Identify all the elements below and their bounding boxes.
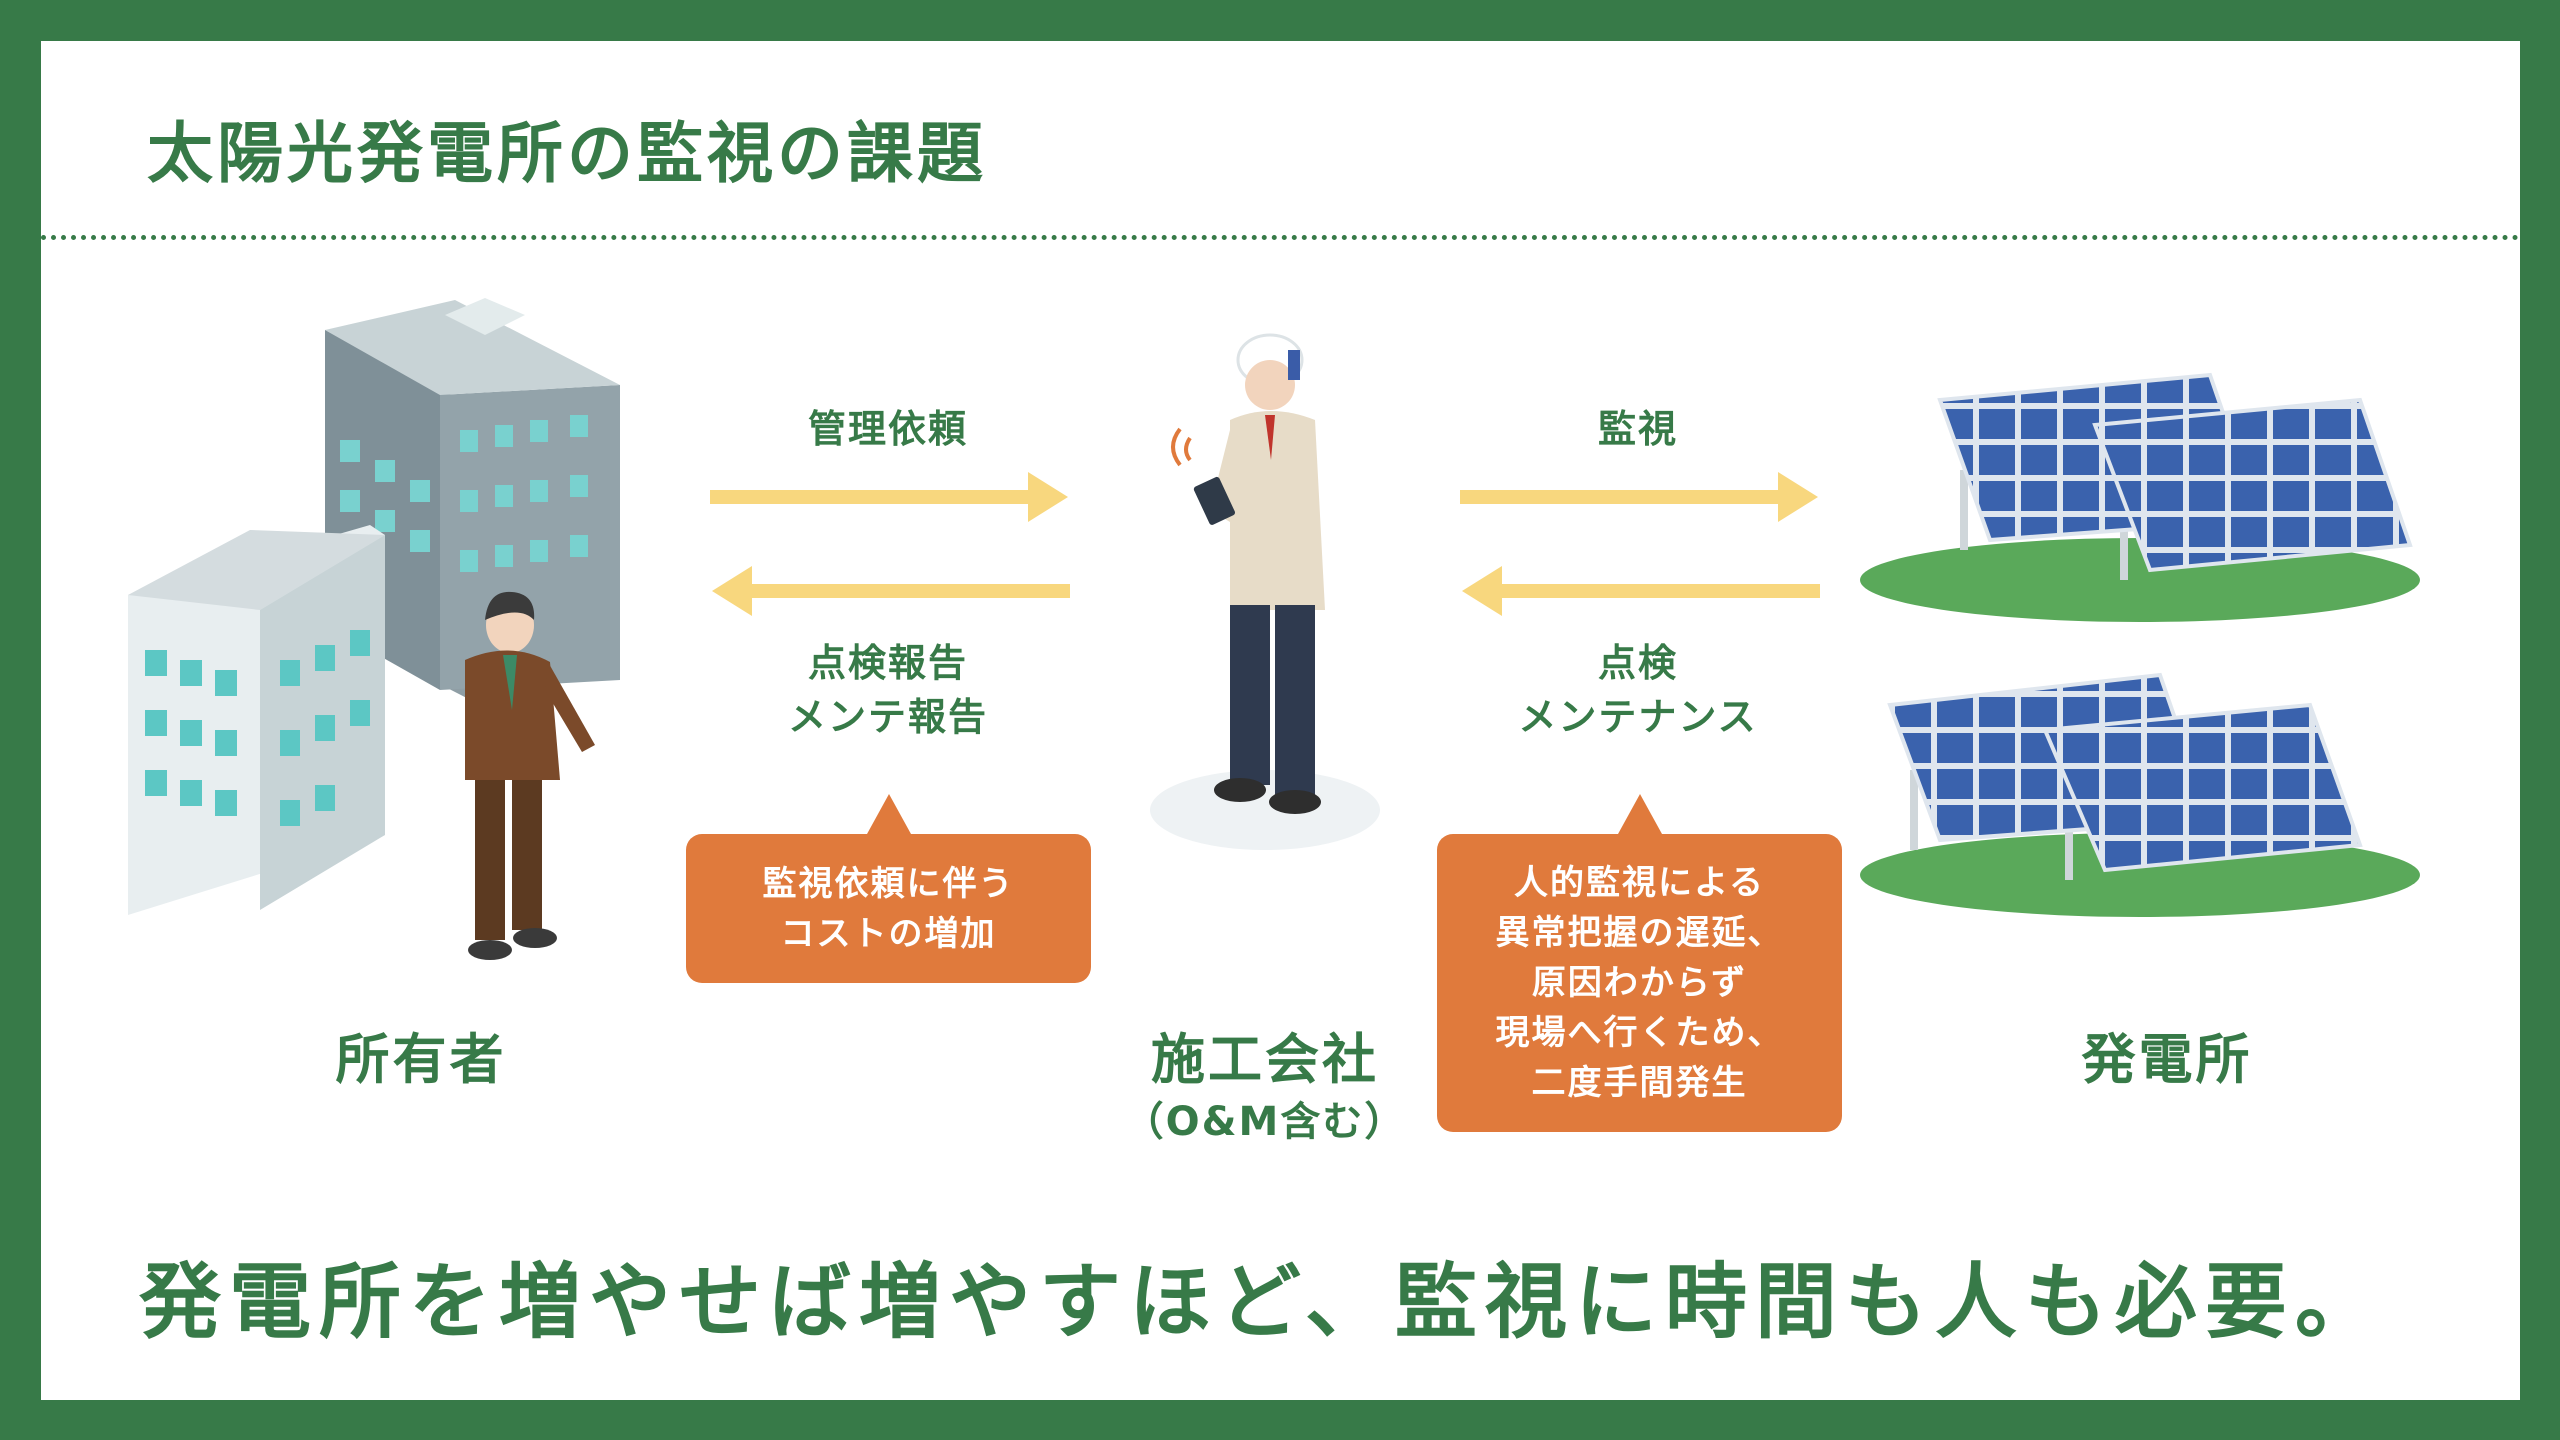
flow-label-maintenance: 点検 メンテナンス [1438,636,1838,744]
solar-array-bottom [1860,672,2420,917]
flow-label-maintenance-work: メンテナンス [1518,695,1758,739]
conclusion-text: 発電所を増やせば増やすほど、監視に時間も人も必要。 [139,1255,2385,1350]
wifi-signal-icon [1171,427,1192,467]
flow-label-monitoring: 監視 [1597,407,1678,451]
arrows-owner-contractor [710,472,1070,616]
issue-human-line: 原因わからず [1531,963,1748,1003]
solar-plant-illustration [1860,372,2420,917]
arrow-left-icon [1462,566,1820,616]
issue-human-line: 異常把握の遅延、 [1495,913,1784,953]
flow-label-maintenance-report: メンテ報告 [787,695,988,739]
issue-cost-line: コストの増加 [780,913,997,954]
arrows-contractor-plant [1460,472,1820,616]
issue-human-line: 人的監視による [1514,863,1765,903]
issue-human-line: 現場へ行くため、 [1495,1013,1784,1053]
flow-label-reports: 点検報告 メンテ報告 [688,636,1088,744]
issue-human-line: 二度手間発生 [1531,1063,1748,1103]
solar-array-top [1860,372,2420,622]
contractor-sublabel: （O&M含む） [1123,1099,1407,1145]
contractor-label: 施工会社 [1151,1028,1379,1091]
office-buildings-illustration [128,298,620,960]
flow-label-inspection: 点検 [1597,641,1678,685]
contractor-worker-illustration [1150,333,1380,850]
issue-callout-human-monitoring: 人的監視による 異常把握の遅延、 原因わからず 現場へ行くため、 二度手間発生 [1437,794,1842,1132]
issue-callout-cost: 監視依頼に伴う コストの増加 [686,794,1091,983]
issue-cost-line: 監視依頼に伴う [762,863,1015,904]
plant-label: 発電所 [2081,1028,2253,1091]
arrow-right-icon [1460,472,1818,522]
title-divider [41,235,2520,240]
flow-label-management-request: 管理依頼 [807,407,968,451]
flow-label-inspection-report: 点検報告 [807,641,968,685]
page-title: 太陽光発電所の監視の課題 [147,115,987,192]
arrow-right-icon [710,472,1068,522]
owner-label: 所有者 [335,1028,507,1091]
arrow-left-icon [712,566,1070,616]
